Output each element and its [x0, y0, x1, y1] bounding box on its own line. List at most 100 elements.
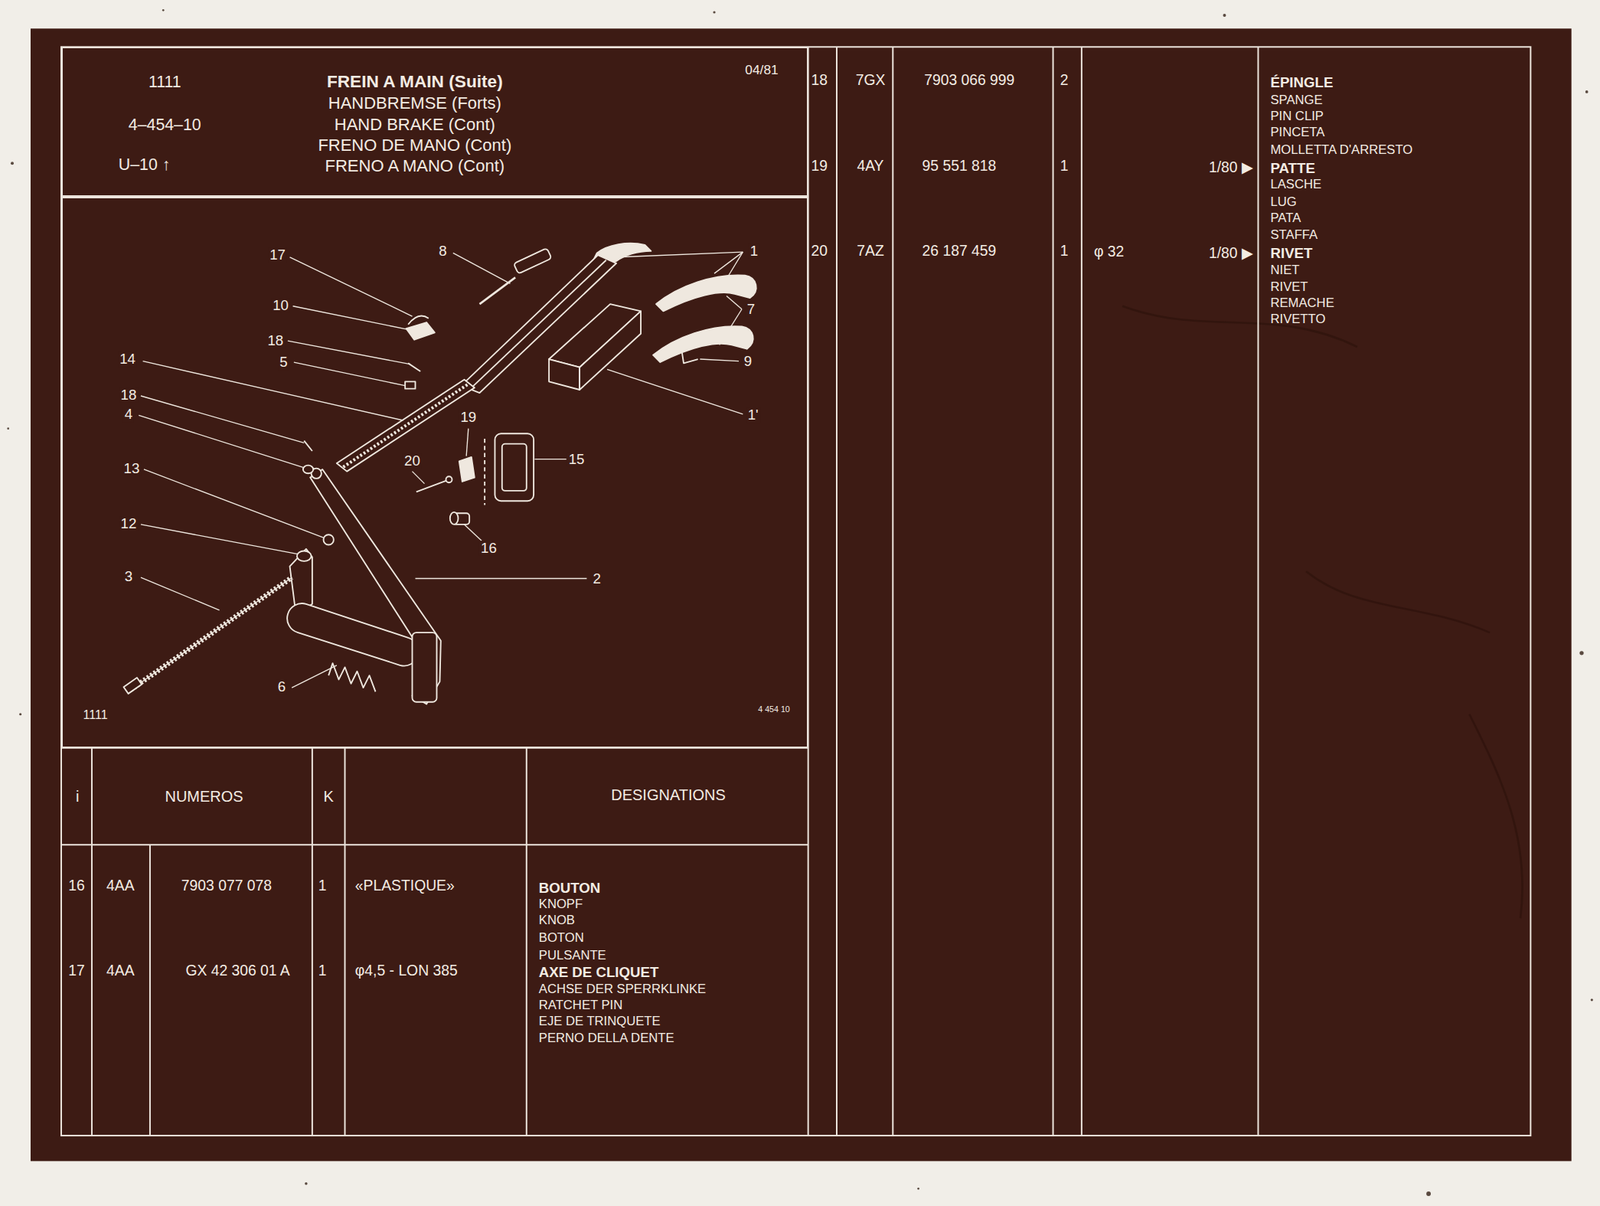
leader-lines	[293, 306, 409, 330]
header-panel: 11114–454–10U–10 ↑FREIN A MAIN (Suite)HA…	[61, 46, 809, 197]
callout-number: 13	[122, 460, 142, 477]
header-text: HAND BRAKE (Cont)	[334, 116, 496, 134]
header-text: 1111	[148, 73, 182, 91]
table-cell: «PLASTIQUE»	[355, 878, 455, 894]
leader-lines	[138, 251, 743, 688]
leader-lines	[143, 469, 324, 538]
handbrake-illustration	[459, 457, 475, 482]
handbrake-illustration	[323, 534, 334, 545]
table-cell: 1	[318, 878, 327, 894]
ratchet	[653, 326, 754, 363]
table-cell: SPANGE	[1270, 93, 1323, 107]
page-speckles	[712, 10, 716, 14]
table-cell: 1	[318, 962, 327, 978]
column-heading: DESIGNATIONS	[610, 786, 726, 804]
handbrake-illustration	[450, 512, 459, 525]
column-heading: NUMEROS	[165, 787, 244, 804]
plate-number: 4 454 10	[757, 705, 790, 714]
callout-number: 8	[437, 243, 448, 259]
callout-number: 4	[123, 406, 134, 422]
table-cell: MOLLETTA D'ARRESTO	[1270, 143, 1413, 157]
leader-lines	[287, 340, 411, 365]
page-speckles	[1590, 998, 1594, 1001]
leader-lines	[143, 361, 404, 421]
spring-barrel	[287, 603, 418, 666]
callout-number: 19	[458, 409, 478, 425]
table-cell: 18	[811, 72, 828, 89]
callout-number: 6	[276, 679, 288, 695]
leader-lines	[140, 524, 298, 555]
table-cell: 20	[811, 243, 828, 259]
header-text: FREIN A MAIN (Suite)	[326, 72, 503, 92]
table-cell: φ4,5 - LON 385	[355, 962, 458, 978]
handbrake-illustration	[681, 349, 698, 363]
header-text: 4–454–10	[128, 116, 202, 134]
handbrake-illustration	[297, 551, 312, 562]
table-cell: AXE DE CLIQUET	[538, 964, 660, 980]
table-cell: 4AY	[856, 158, 884, 174]
plate-number: 1111	[83, 708, 108, 722]
table-cell: LUG	[1270, 195, 1297, 209]
handbrake-illustration	[303, 465, 314, 474]
table-cell: ÉPINGLE	[1270, 75, 1333, 91]
page-speckles	[917, 1187, 920, 1190]
callout-number: 15	[567, 451, 587, 467]
handbrake-illustration	[328, 662, 376, 692]
table-rules	[149, 844, 151, 1136]
leader-lines	[607, 368, 743, 415]
leader-lines	[140, 577, 220, 611]
leader-lines	[138, 414, 304, 467]
handbrake-illustration	[445, 476, 452, 483]
table-cell: 1	[1060, 158, 1069, 174]
handbrake-illustration	[513, 248, 552, 275]
handbrake-illustration	[411, 632, 437, 703]
table-rules	[1257, 46, 1259, 1136]
leader-lines	[726, 295, 742, 309]
header-text: FRENO A MANO (Cont)	[325, 156, 506, 175]
handbrake-illustration	[303, 440, 313, 451]
stains	[1122, 306, 1358, 347]
callout-number: 9	[742, 353, 754, 369]
handbrake-illustration	[494, 433, 534, 501]
page-speckles	[19, 712, 22, 716]
table-cell: EJE DE TRINQUETE	[538, 1014, 661, 1028]
callout-number: 16	[479, 540, 499, 556]
handbrake-illustration	[123, 677, 142, 694]
callout-number: 10	[271, 297, 291, 314]
table-cell: BOUTON	[538, 880, 601, 896]
handbrake-illustration	[404, 381, 415, 389]
callout-number: 5	[277, 354, 289, 370]
table-cell: REMACHE	[1270, 296, 1334, 310]
table-rules	[311, 747, 314, 1136]
handbrake-illustration	[130, 577, 293, 690]
callout-number: 1'	[746, 408, 761, 424]
table-rules	[525, 747, 528, 1136]
table-cell: 4AA	[106, 962, 135, 978]
table-cell: φ 32	[1093, 244, 1124, 260]
table-rules	[91, 747, 93, 1136]
rod	[336, 379, 475, 472]
table-cell: PERNO DELLA DENTE	[538, 1031, 675, 1045]
table-cell: KNOPF	[538, 897, 583, 911]
leader-lines	[453, 252, 511, 284]
leader-lines	[466, 428, 469, 457]
leader-lines	[411, 471, 425, 484]
callout-number: 2	[591, 571, 603, 587]
leader-lines	[714, 251, 743, 274]
table-rules	[891, 46, 894, 1136]
table-cell: 4AA	[106, 878, 135, 894]
table-cell: 1	[1060, 243, 1069, 259]
leader-lines	[414, 577, 587, 579]
page-speckles	[10, 161, 14, 165]
leader-lines	[291, 665, 337, 688]
page-speckles	[1579, 650, 1584, 655]
table-cell: PIN CLIP	[1270, 109, 1323, 123]
table-cell: RIVET	[1270, 245, 1313, 262]
table-cell: PATTE	[1270, 160, 1315, 177]
table-cell: LASCHE	[1270, 178, 1322, 192]
table-cell: RIVET	[1270, 280, 1308, 294]
page-speckles	[1222, 13, 1226, 17]
handbrake-illustration	[548, 359, 580, 390]
